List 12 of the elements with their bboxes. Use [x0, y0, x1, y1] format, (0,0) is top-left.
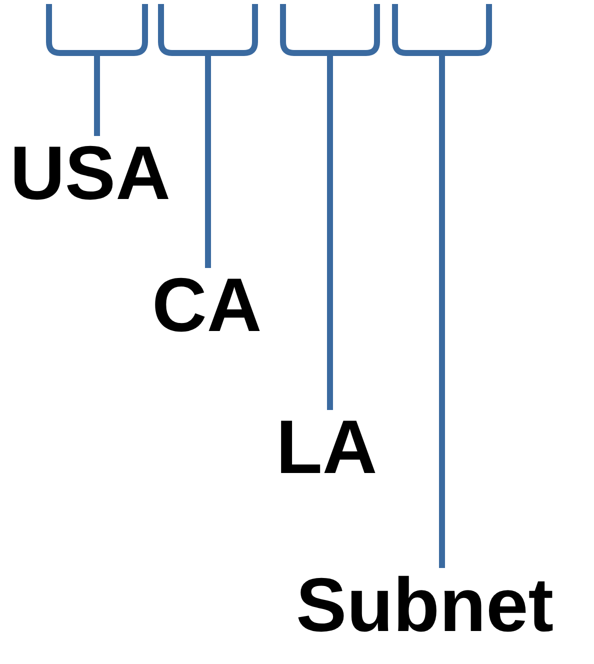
leader-line	[439, 56, 445, 568]
region-label: LA	[276, 410, 386, 490]
region-label: Subnet	[296, 568, 592, 648]
leader-line	[327, 56, 333, 410]
leader-line	[94, 56, 100, 136]
bracket-symbol	[158, 4, 258, 56]
leader-line	[205, 56, 211, 268]
bracket-symbol	[280, 4, 380, 56]
bracket-symbol	[392, 4, 492, 56]
region-label: CA	[152, 268, 272, 348]
region-label: USA	[10, 136, 190, 216]
bracket-symbol	[46, 4, 148, 56]
